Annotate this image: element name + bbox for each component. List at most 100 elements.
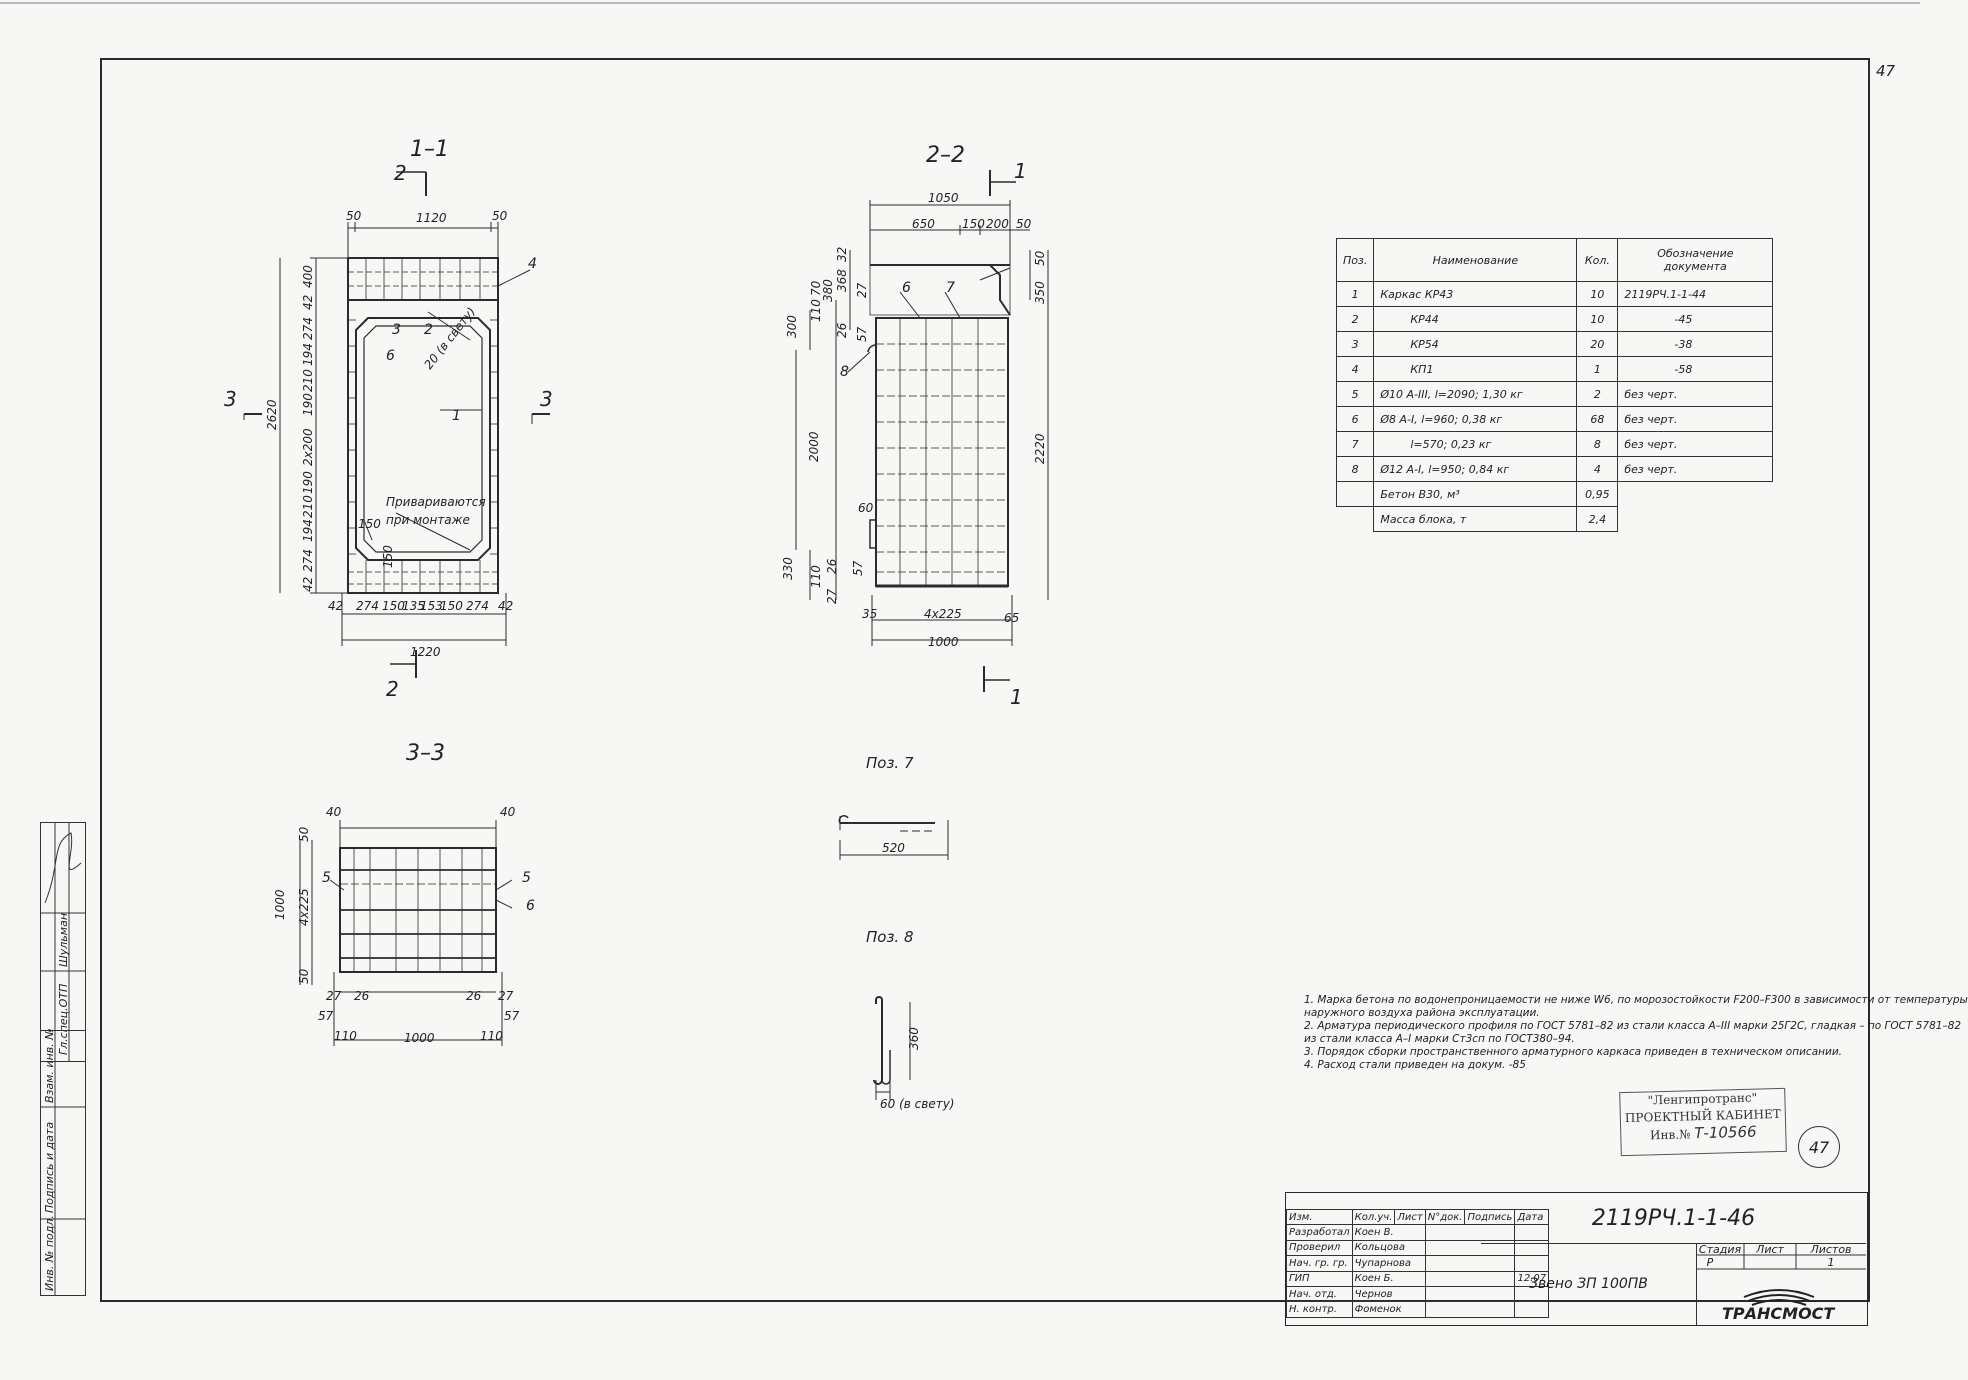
dim-22-r50: 50 [1033, 250, 1047, 266]
spec-cell: 1 [1576, 356, 1619, 382]
tb-header-cell: Дата [1514, 1208, 1550, 1226]
dim-33-50a: 50 [297, 826, 311, 842]
weld-note-line1: Привариваются [386, 495, 486, 509]
spec-cell: Ø12 А-I, l=950; 0,84 кг [1373, 456, 1578, 482]
approval-person: Шульман [57, 912, 70, 967]
dim-11-top-50a: 50 [346, 209, 362, 223]
spec-cell: 8 [1576, 431, 1619, 457]
dim-22-65: 65 [1004, 611, 1019, 625]
callout-11-1: 1 [452, 408, 461, 424]
dim-33-110b: 110 [480, 1029, 503, 1043]
pos7-title: Поз. 7 [866, 754, 914, 772]
section-2-2-drawing [795, 170, 1049, 692]
spec-cell: -58 [1617, 356, 1774, 382]
title-block-signatures: Изм. Кол.уч. Лист N°док. Подпись Дата Ра… [1286, 1193, 1550, 1318]
approval-strip-lines [41, 823, 85, 1061]
dim-11-bottom-3: 135 [402, 599, 425, 613]
dim-33-26a: 26 [354, 989, 370, 1003]
callout-33-5-left: 5 [322, 870, 331, 886]
callout-11-3: 3 [392, 322, 401, 338]
spec-cell: без черт. [1617, 456, 1774, 482]
dim-33-1000: 1000 [273, 889, 287, 920]
tb-header-cell: Изм. [1286, 1208, 1353, 1226]
dim-11-left-8: 210 [301, 495, 315, 518]
table-row: 6 Ø8 А-I, l=960; 0,38 кг 68 без черт. [1335, 406, 1774, 432]
spec-cell: 2119РЧ.1-1-44 [1617, 281, 1774, 307]
transmost-logo-icon: ТРАНСМОСТ [1722, 1289, 1835, 1323]
spec-cell: 4 [1335, 356, 1375, 382]
spec-cell: без черт. [1617, 406, 1774, 432]
cut-mark-2-bottom: 2 [386, 677, 399, 701]
dim-33-40b: 40 [500, 805, 516, 819]
spec-cell: 8 [1335, 456, 1375, 482]
dim-33-57b: 57 [504, 1009, 520, 1023]
dim-11-bottom-0: 42 [328, 599, 343, 613]
pos8-title: Поз. 8 [866, 928, 914, 946]
dim-33-27b: 27 [498, 989, 514, 1003]
table-row: 7 l=570; 0,23 кг 8 без черт. [1335, 431, 1774, 457]
tb-person: Кольцова [1351, 1239, 1426, 1257]
logo-text: ТРАНСМОСТ [1722, 1304, 1835, 1323]
dim-22-left-0: 32 [835, 247, 849, 262]
dim-33-40a: 40 [326, 805, 342, 819]
dim-11-top-50b: 50 [492, 209, 508, 223]
tb-person: Чупарнова [1351, 1255, 1426, 1272]
drawing-frame [100, 58, 1870, 1302]
callout-33-6: 6 [526, 898, 535, 914]
table-row: Масса блока, т 2,4 [1337, 506, 1773, 532]
dim-11-bottom-4: 153 [420, 599, 443, 613]
dim-22-1050: 1050 [928, 191, 959, 205]
spec-cell: без черт. [1617, 431, 1774, 457]
cut-mark-1-top: 1 [1014, 159, 1027, 183]
spec-cell [1335, 481, 1375, 507]
cut-mark-3-left: 3 [224, 387, 237, 411]
inv-original-label: Инв. № подл. [43, 1215, 56, 1291]
note-line: наружного воздуха района эксплуатации. [1304, 1007, 1540, 1019]
dim-11-left-2: 274 [301, 317, 315, 340]
spec-cell: Ø10 А-III, l=2090; 1,30 кг [1373, 381, 1578, 407]
spec-header-row: Поз. Наименование Кол. Обозначение докум… [1335, 238, 1774, 282]
tb-role: Нач. отд. [1286, 1285, 1353, 1303]
table-row: Изм. Кол.уч. Лист N°док. Подпись Дата [1286, 1208, 1550, 1226]
page-number: 47 [1876, 62, 1896, 80]
circle-sheet-mark: 47 [1798, 1126, 1840, 1168]
callout-11-6: 6 [386, 348, 395, 364]
tb-header-cell: N°док. [1424, 1208, 1466, 1226]
spec-cell: без черт. [1617, 381, 1774, 407]
table-row: Разработал Коен В. [1286, 1224, 1550, 1241]
table-row: 2 КР44 10 -45 [1335, 306, 1774, 332]
stage-value: Р [1706, 1256, 1714, 1269]
dim-22-650: 650 [912, 217, 935, 231]
dim-33-50b: 50 [297, 968, 311, 984]
dim-22-1000: 1000 [928, 635, 959, 649]
spec-col-pos: Поз. [1335, 238, 1375, 282]
callout-11-4: 4 [528, 256, 537, 272]
dim-22-300: 300 [785, 315, 799, 338]
stage-header: Стадия [1698, 1243, 1742, 1256]
tb-header-cell: Лист [1394, 1208, 1426, 1226]
dim-33-4x225: 4х225 [297, 888, 311, 926]
spec-cell: 2 [1335, 306, 1375, 332]
dim-11-150b: 150 [381, 545, 395, 568]
dim-22-left-5: 110 [809, 299, 823, 322]
table-row: 3 КР54 20 -38 [1335, 331, 1774, 357]
cut-mark-2-top: 2 [394, 161, 407, 185]
spec-cell: -45 [1617, 306, 1774, 332]
spec-cell: Бетон В30, м³ [1373, 481, 1578, 507]
spec-col-doc: Обозначение документа [1617, 238, 1774, 282]
stamp-inv-number: Т-10566 [1694, 1122, 1757, 1143]
spec-cell: 2 [1576, 381, 1619, 407]
section-2-2-title: 2–2 [926, 143, 965, 168]
document-code: 2119РЧ.1-1-46 [1481, 1193, 1866, 1244]
dim-22-left-6: 26 [835, 322, 849, 338]
tb-header-cell: Кол.уч. [1351, 1208, 1396, 1226]
dim-33-57a: 57 [318, 1009, 334, 1023]
dim-22-r350: 350 [1033, 281, 1047, 304]
note-line: 3. Порядок сборки пространственного арма… [1304, 1046, 1842, 1058]
note-line: из стали класса А–I марки Ст3сп по ГОСТ3… [1304, 1033, 1575, 1045]
spec-cell: 10 [1576, 306, 1619, 332]
tb-date: 12.07 [1514, 1270, 1550, 1287]
table-row: 1 Каркас КР43 10 2119РЧ.1-1-44 [1335, 281, 1774, 307]
dim-11-left-9: 194 [301, 519, 315, 542]
cut-mark-1-bottom: 1 [1010, 685, 1023, 709]
